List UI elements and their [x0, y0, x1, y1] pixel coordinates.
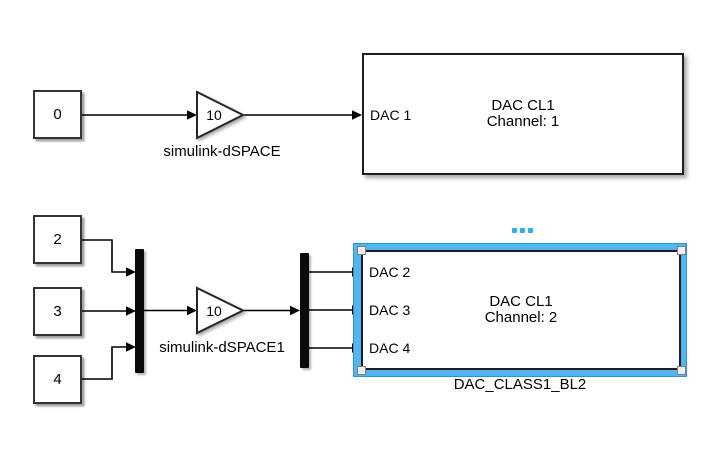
- resize-handle-bottom-right[interactable]: [677, 366, 686, 375]
- gain-block-simulink-dspace[interactable]: [193, 88, 249, 142]
- input-port-label-dac2: DAC 2: [369, 264, 411, 280]
- block-title-line2: Channel: 2: [484, 309, 558, 326]
- constant-value: 2: [53, 231, 62, 248]
- wire-constant4-to-mux[interactable]: [81, 342, 136, 380]
- constant-block-4[interactable]: 4: [33, 355, 82, 404]
- mux-block[interactable]: [135, 249, 144, 373]
- demux-block[interactable]: [300, 253, 309, 368]
- block-title-line2: Channel: 1: [486, 113, 560, 130]
- block-title-line1: DAC CL1: [489, 293, 553, 310]
- ellipsis-menu-icon[interactable]: [512, 228, 533, 233]
- wire-gain-to-dac1[interactable]: [244, 110, 362, 120]
- wire-mux-to-gain[interactable]: [144, 305, 197, 316]
- input-port-label-dac3: DAC 3: [369, 302, 411, 318]
- dac-cl1-channel1-block[interactable]: DAC 1 DAC CL1 Channel: 1: [362, 53, 684, 175]
- constant-value: 0: [53, 106, 62, 123]
- ellipsis-dot: [528, 228, 533, 233]
- ellipsis-dot: [520, 228, 525, 233]
- block-title: DAC CL1 Channel: 1: [364, 98, 682, 130]
- constant-value: 4: [53, 371, 62, 388]
- block-title: DAC CL1 Channel: 2: [363, 294, 679, 326]
- input-port-label-dac1: DAC 1: [370, 107, 412, 123]
- block-title-line1: DAC CL1: [491, 97, 555, 114]
- wire-constant2-to-mux[interactable]: [81, 239, 136, 277]
- input-port-label-dac4: DAC 4: [369, 340, 411, 356]
- gain-name-label[interactable]: simulink-dSPACE: [163, 143, 281, 160]
- ellipsis-dot: [512, 228, 517, 233]
- constant-block-2[interactable]: 2: [33, 215, 82, 264]
- dac-cl1-channel2-block[interactable]: DAC 2 DAC 3 DAC 4 DAC CL1 Channel: 2: [361, 250, 681, 370]
- constant-block-3[interactable]: 3: [33, 287, 82, 336]
- wire-gain-to-demux[interactable]: [244, 305, 300, 316]
- wire-constant0-to-gain[interactable]: [81, 110, 197, 120]
- gain-value: 10: [206, 107, 222, 123]
- resize-handle-top-right[interactable]: [677, 246, 686, 255]
- gain-value: 10: [206, 303, 222, 319]
- constant-block-0[interactable]: 0: [33, 90, 82, 139]
- gain-name-label[interactable]: simulink-dSPACE1: [159, 339, 285, 356]
- gain-block-simulink-dspace1[interactable]: [193, 284, 249, 338]
- resize-handle-top-left[interactable]: [357, 246, 366, 255]
- resize-handle-bottom-left[interactable]: [357, 366, 366, 375]
- constant-value: 3: [53, 303, 62, 320]
- block-name-label[interactable]: DAC_CLASS1_BL2: [453, 376, 587, 393]
- wire-constant3-to-mux[interactable]: [81, 306, 136, 316]
